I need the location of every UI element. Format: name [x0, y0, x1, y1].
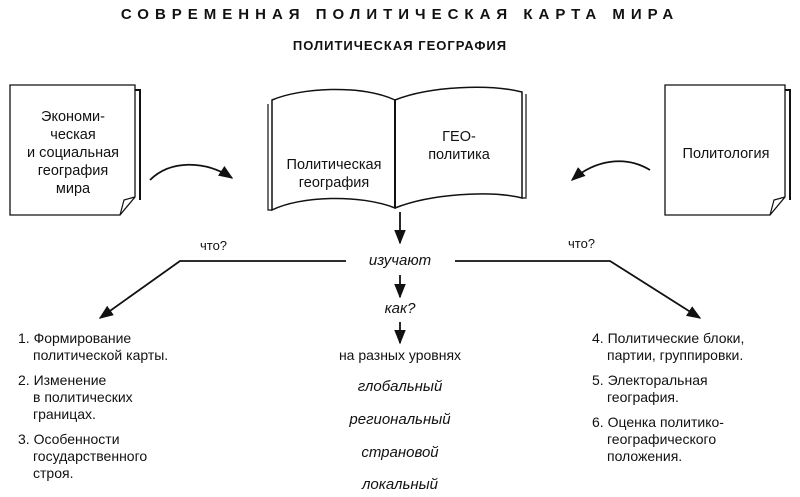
branch-arrow-right [455, 260, 702, 319]
question-what-left: что? [200, 238, 228, 253]
left-list: 1. Формирование политической карты. 2. И… [18, 330, 238, 490]
book-right-line: ГЕО- [442, 129, 476, 145]
branch-arrow-left [98, 260, 346, 319]
open-book [267, 86, 527, 212]
curved-arrow-right [570, 160, 651, 181]
level-item: страновой [361, 444, 439, 461]
left-document-box [9, 84, 141, 216]
level-item: глобальный [357, 378, 443, 395]
book-left-page-text: Политическая география [274, 156, 394, 192]
book-right-page-text: ГЕО- политика [400, 128, 518, 164]
question-what-right: что? [568, 236, 596, 251]
page-subtitle: ПОЛИТИЧЕСКАЯ ГЕОГРАФИЯ [292, 38, 508, 53]
list-item: 1. Формирование политической карты. [18, 330, 169, 363]
right-list: 4. Политические блоки, партии, группиров… [592, 330, 797, 473]
study-label: изучают [368, 252, 432, 269]
right-document-box [664, 84, 791, 216]
level-item: региональный [349, 411, 451, 428]
right-box-label: Политология [682, 146, 770, 162]
list-item: 5. Электоральная география. [592, 372, 708, 405]
left-box-line: ческая [50, 127, 96, 143]
levels-title: на разных уровнях [338, 347, 462, 363]
book-left-line: география [298, 175, 370, 191]
left-box-text: Экономи- ческая и социальная география м… [12, 108, 134, 198]
left-box-line: география [37, 163, 109, 179]
list-item: 6. Оценка политико- географического поло… [592, 414, 724, 464]
page-title: СОВРЕМЕННАЯ ПОЛИТИЧЕСКАЯ КАРТА МИРА [120, 6, 680, 23]
left-box-line: Экономи- [41, 109, 105, 125]
how-label: как? [384, 300, 416, 317]
book-right-line: политика [428, 147, 490, 163]
book-left-line: Политическая [286, 157, 382, 173]
list-item: 4. Политические блоки, партии, группиров… [592, 330, 745, 363]
curved-arrow-left [149, 163, 234, 181]
list-item: 2. Изменение в политических границах. [18, 372, 133, 422]
list-item: 3. Особенности государственного строя. [18, 431, 148, 481]
left-box-line: и социальная [26, 145, 119, 161]
left-box-line: мира [55, 181, 91, 197]
level-item: локальный [361, 476, 439, 493]
